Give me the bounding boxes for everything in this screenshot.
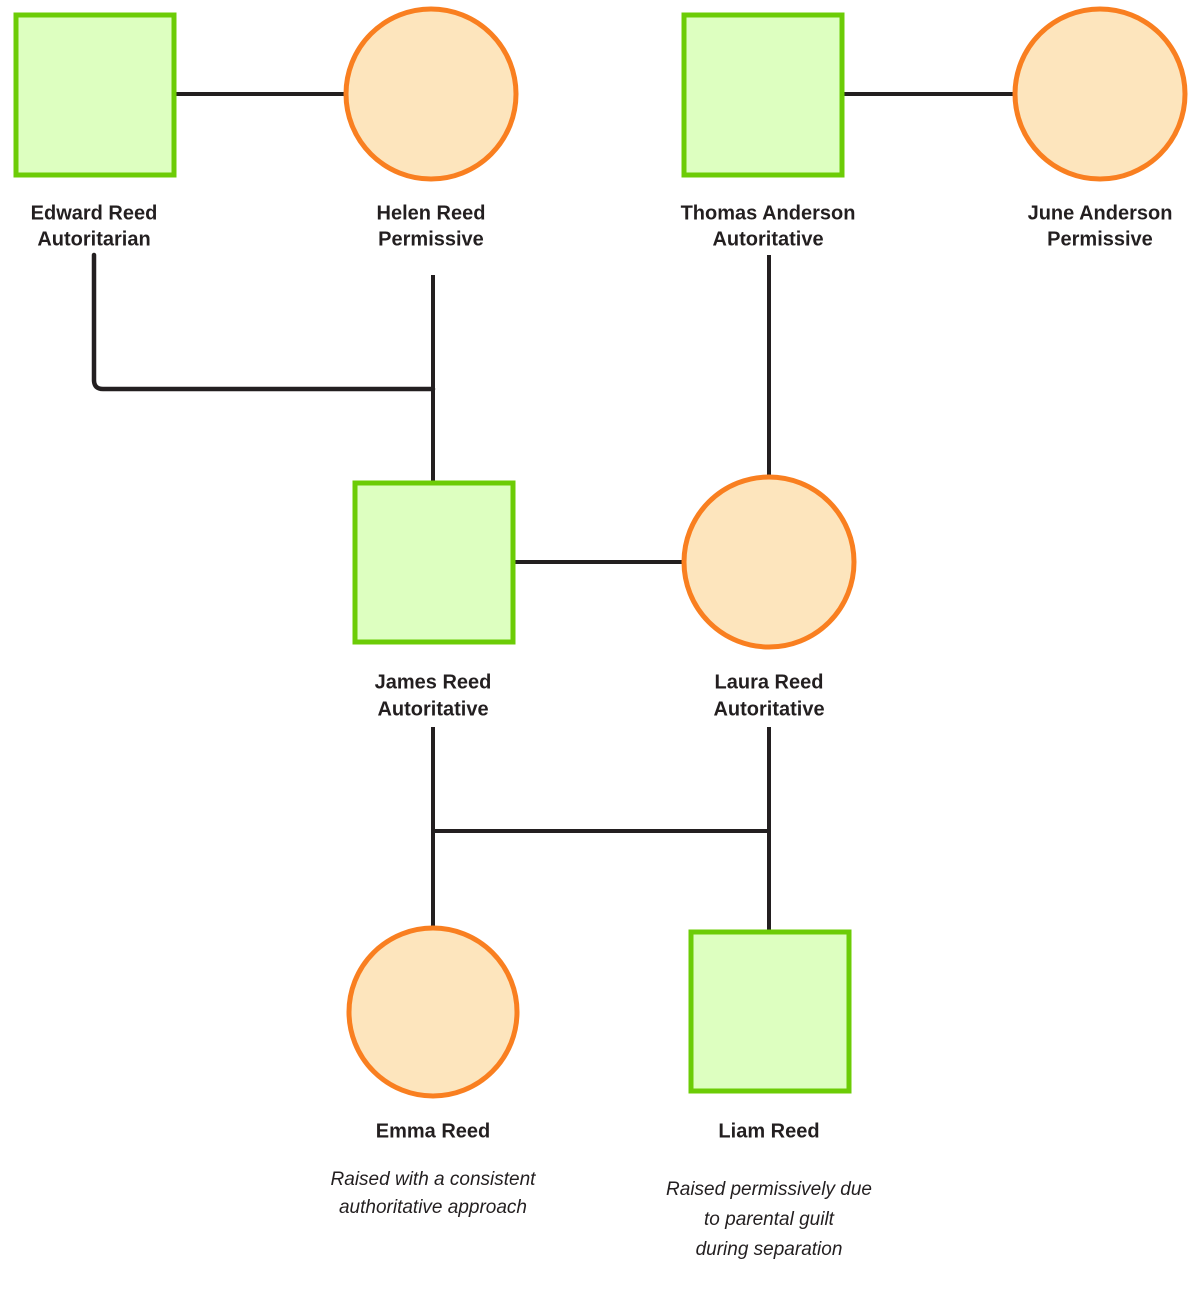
- node-shape-thomas[interactable]: [681, 12, 845, 178]
- node-label-laura-style: Autoritative: [713, 698, 824, 720]
- node-shape-emma[interactable]: [346, 925, 520, 1099]
- node-shape-liam[interactable]: [688, 929, 852, 1094]
- node-note-liam-line-3: during separation: [696, 1239, 843, 1260]
- node-label-laura-name: Laura Reed: [715, 671, 824, 693]
- node-shape-james[interactable]: [352, 480, 516, 645]
- node-label-june-name: June Anderson: [1028, 202, 1173, 224]
- node-label-edward-style: Autoritarian: [37, 228, 150, 250]
- node-note-liam-line-1: Raised permissively due: [666, 1179, 872, 1200]
- node-note-liam-line-2: to parental guilt: [704, 1209, 835, 1230]
- node-shape-edward[interactable]: [13, 12, 177, 178]
- node-label-june-style: Permissive: [1047, 228, 1153, 250]
- node-label-thomas-name: Thomas Anderson: [681, 202, 856, 224]
- node-label-helen-style: Permissive: [378, 228, 484, 250]
- node-label-james-name: James Reed: [375, 671, 492, 693]
- node-label-liam-name: Liam Reed: [718, 1120, 819, 1142]
- node-shape-helen[interactable]: [343, 6, 519, 182]
- node-label-helen-name: Helen Reed: [377, 202, 486, 224]
- node-label-edward-name: Edward Reed: [31, 202, 158, 224]
- node-label-james-style: Autoritative: [377, 698, 488, 720]
- node-label-emma-name: Emma Reed: [376, 1120, 491, 1142]
- node-shape-laura[interactable]: [681, 474, 857, 650]
- node-note-emma-line-1: Raised with a consistent: [331, 1169, 537, 1190]
- node-note-emma-line-2: authoritative approach: [339, 1197, 527, 1218]
- node-label-thomas-style: Autoritative: [712, 228, 823, 250]
- connector-lines: [91, 92, 1015, 932]
- descent-line-edward-to-james: [91, 252, 436, 392]
- node-shape-june[interactable]: [1012, 6, 1188, 182]
